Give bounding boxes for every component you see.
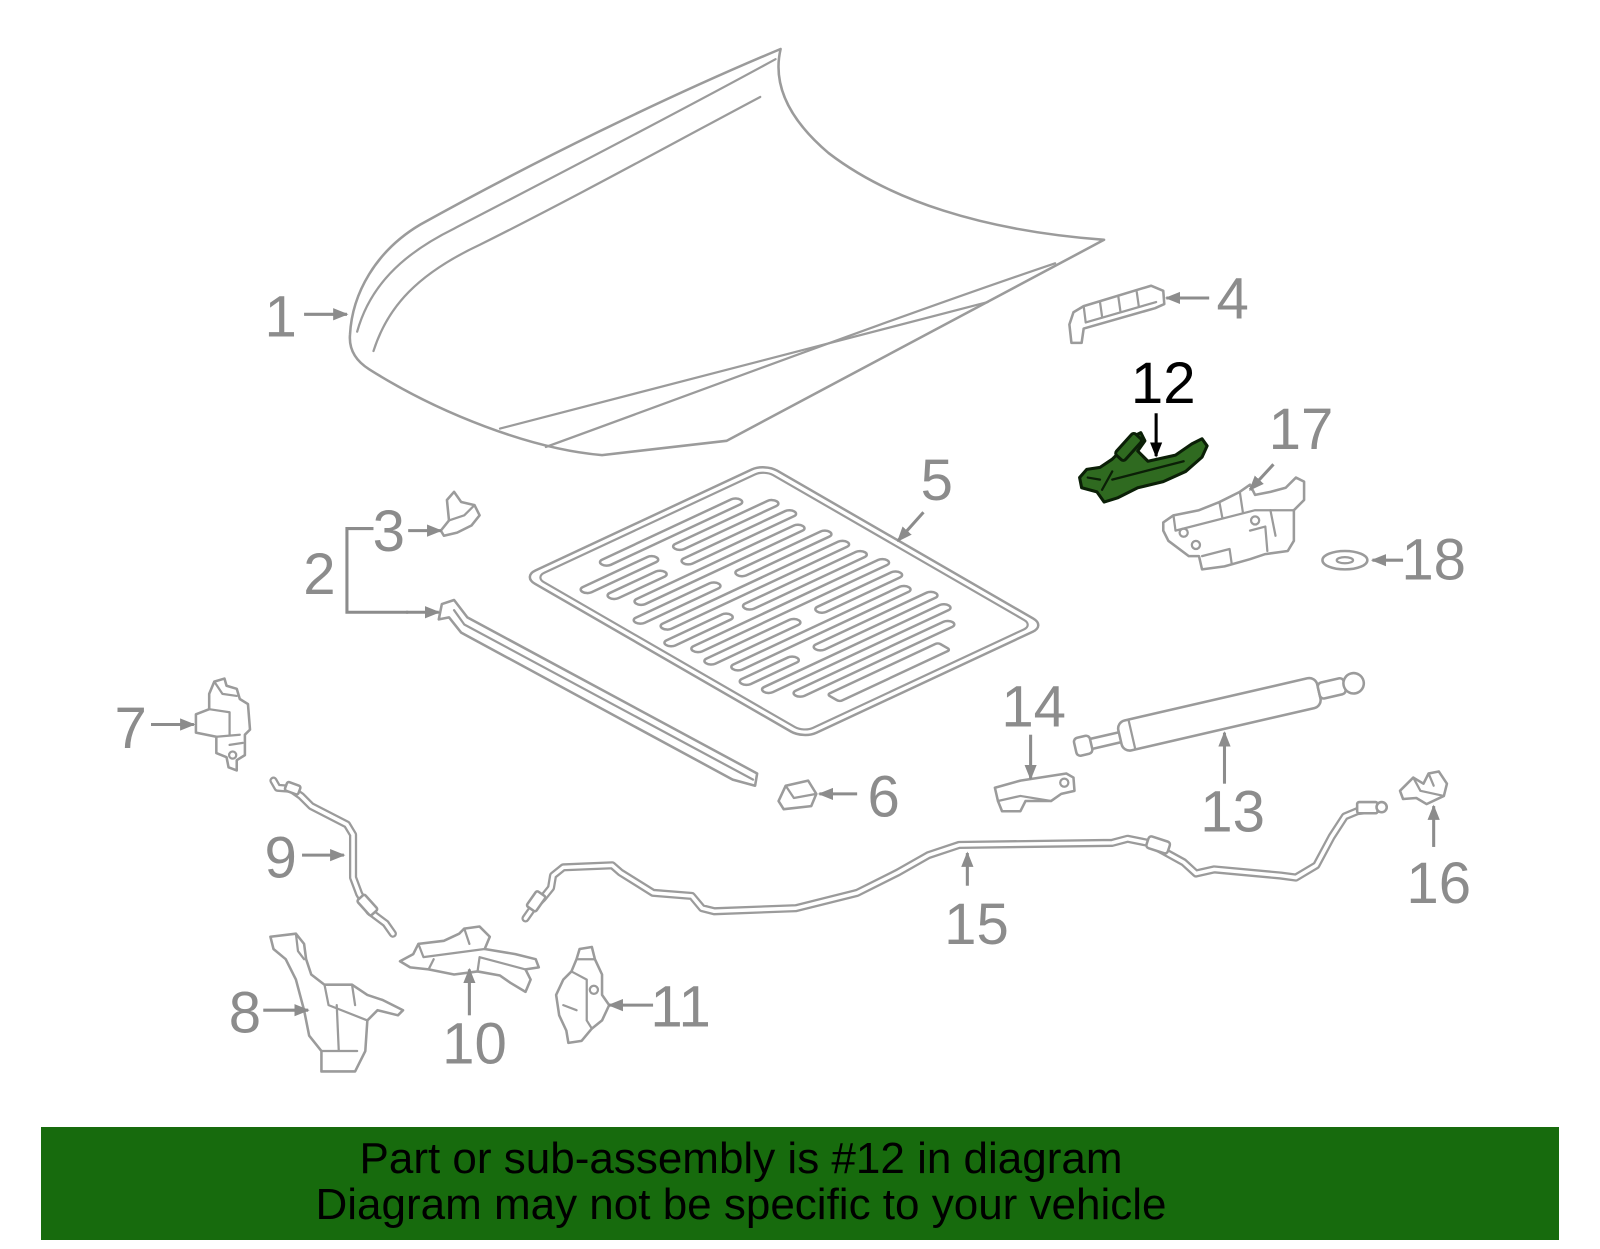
seal-clip [439, 490, 481, 538]
lift-support-strut [1072, 671, 1366, 757]
hood-crease-line [498, 300, 989, 430]
callout-14: 14 [1001, 675, 1066, 740]
hood-release-cable [521, 800, 1389, 923]
hood-crease-line [372, 95, 762, 353]
insulator-clip [777, 779, 818, 811]
callout-1: 1 [264, 285, 296, 350]
latch-release-cable [269, 776, 397, 938]
insulator-slot [679, 509, 799, 566]
insulator-slot [597, 497, 745, 567]
hood-hinge [1161, 476, 1306, 571]
callout-4: 4 [1216, 266, 1248, 331]
strut-bracket [993, 772, 1076, 813]
insulator-slot [791, 620, 957, 698]
hood-panel [348, 47, 1106, 457]
callout-12-highlighted: 12 [1131, 351, 1196, 416]
callout-16: 16 [1406, 851, 1471, 916]
release-handle [554, 945, 611, 1045]
callout-9: 9 [264, 826, 296, 891]
callout-labels: 1 2 3 4 5 6 7 8 9 10 11 12 13 14 15 16 1… [114, 266, 1471, 1076]
callout-17: 17 [1269, 397, 1334, 462]
insulator-slot [702, 618, 803, 666]
callout-bracket-2 [345, 527, 409, 614]
insulator-slot [729, 585, 913, 672]
insulator-slot [631, 581, 723, 625]
leader-arrow-5 [896, 511, 925, 542]
banner-line-part-number: Part or sub-assembly is #12 in diagram [359, 1134, 1123, 1183]
callout-8: 8 [229, 981, 261, 1046]
callout-5: 5 [921, 448, 953, 513]
leader-arrow-17 [1248, 463, 1275, 491]
insulator-slot [632, 523, 807, 606]
highlighted-hinge-part [1078, 431, 1209, 504]
callout-15: 15 [944, 892, 1009, 957]
callout-10: 10 [442, 1011, 507, 1076]
insulator-slot [662, 612, 736, 647]
callout-11: 11 [650, 975, 710, 1040]
hood-insulator-pad [522, 463, 1045, 738]
hood-crease-line [544, 262, 1057, 449]
latch-support-bracket [269, 932, 405, 1073]
insulator-slot [689, 558, 892, 654]
banner-line-disclaimer: Diagram may not be specific to your vehi… [315, 1180, 1167, 1229]
insulator-slot [813, 570, 905, 614]
insulator-slot [578, 555, 661, 595]
callout-3: 3 [373, 499, 405, 564]
callout-18: 18 [1401, 528, 1466, 593]
callout-2: 2 [303, 542, 335, 607]
insulator-slot [671, 499, 782, 552]
insulator-slot [605, 569, 669, 600]
banner-text: Part or sub-assembly is #12 in diagram D… [41, 1136, 1441, 1228]
hood-seal [437, 598, 759, 788]
callout-7: 7 [114, 696, 146, 761]
callout-6: 6 [868, 764, 900, 829]
info-banner: Part or sub-assembly is #12 in diagram D… [41, 1127, 1559, 1240]
hood-crease-line [356, 58, 777, 333]
insulator-slots [556, 486, 1002, 721]
insulator-slot [658, 540, 852, 631]
hood-latch [194, 677, 252, 772]
insulator-slot [737, 655, 801, 686]
leader-lines [151, 291, 1440, 1017]
hood-bumper-bracket [1068, 284, 1166, 345]
insulator-slot [759, 603, 953, 694]
insulator-slot [740, 550, 869, 611]
cable-lever [1398, 770, 1449, 806]
insulator-slot [827, 643, 950, 702]
insulator-slot [811, 591, 940, 652]
hinge-washer [1321, 549, 1369, 571]
callout-13: 13 [1200, 780, 1265, 845]
insulator-slot [733, 529, 834, 577]
